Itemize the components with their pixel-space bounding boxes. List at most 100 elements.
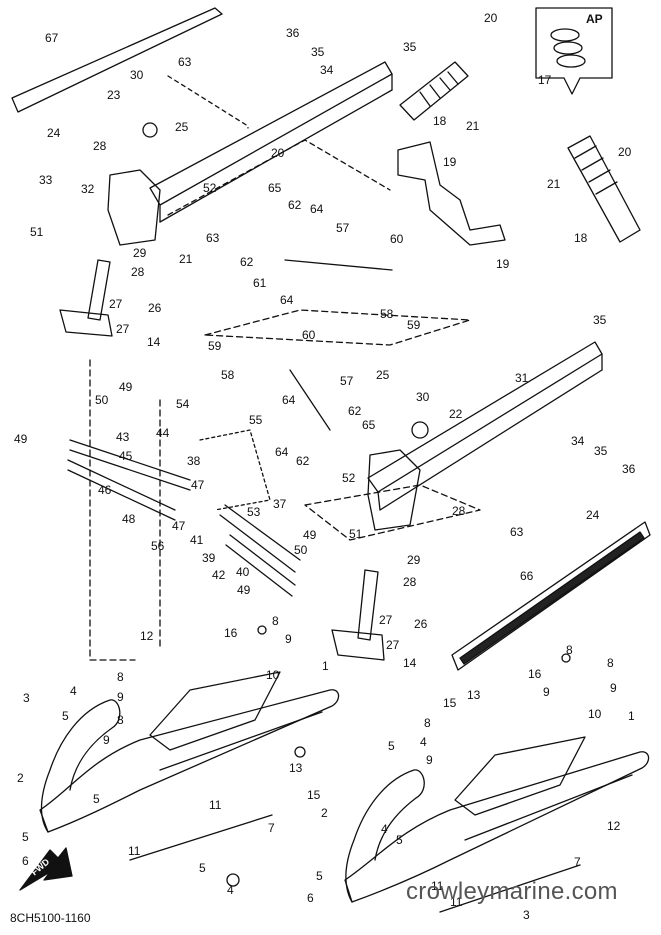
callout-34: 34: [571, 434, 585, 448]
callout-64: 64: [282, 393, 296, 407]
callout-62: 62: [288, 198, 302, 212]
callout-16: 16: [224, 626, 238, 640]
inset-spring-box: [535, 7, 613, 95]
callout-24: 24: [586, 508, 600, 522]
callout-6: 6: [307, 891, 314, 905]
callout-1: 1: [628, 709, 635, 723]
callout-13: 13: [289, 761, 303, 775]
callout-36: 36: [622, 462, 636, 476]
callout-44: 44: [156, 426, 170, 440]
callout-27: 27: [379, 613, 393, 627]
callout-21: 21: [547, 177, 561, 191]
callout-15: 15: [443, 696, 457, 710]
callout-13: 13: [467, 688, 481, 702]
callout-49: 49: [14, 432, 28, 446]
fwd-arrow-icon: [19, 847, 73, 891]
callout-52: 52: [203, 181, 217, 195]
callout-9: 9: [103, 733, 110, 747]
callout-51: 51: [30, 225, 44, 239]
callout-19: 19: [443, 155, 457, 169]
callout-5: 5: [22, 830, 29, 844]
callout-28: 28: [93, 139, 107, 153]
callout-60: 60: [302, 328, 316, 342]
callout-40: 40: [236, 565, 250, 579]
callout-5: 5: [316, 869, 323, 883]
callout-8: 8: [117, 713, 124, 727]
callout-47: 47: [172, 519, 186, 533]
callout-26: 26: [148, 301, 162, 315]
callout-18: 18: [433, 114, 447, 128]
callout-5: 5: [199, 861, 206, 875]
callout-4: 4: [227, 883, 234, 897]
callout-8: 8: [607, 656, 614, 670]
callout-7: 7: [574, 855, 581, 869]
callout-52: 52: [342, 471, 356, 485]
callout-21: 21: [179, 252, 193, 266]
callout-5: 5: [93, 792, 100, 806]
callout-34: 34: [320, 63, 334, 77]
callout-26: 26: [414, 617, 428, 631]
callout-3: 3: [23, 691, 30, 705]
callout-29: 29: [133, 246, 147, 260]
callout-17: 17: [538, 73, 552, 87]
inset-label: AP: [586, 12, 603, 26]
callout-28: 28: [452, 504, 466, 518]
radius-rods-left: [67, 439, 301, 597]
callout-46: 46: [98, 483, 112, 497]
callout-50: 50: [294, 543, 308, 557]
callout-30: 30: [130, 68, 144, 82]
callout-5: 5: [62, 709, 69, 723]
callout-4: 4: [420, 735, 427, 749]
callout-22: 22: [449, 407, 463, 421]
ski-left: [39, 689, 340, 861]
callout-20: 20: [484, 11, 498, 25]
callout-8: 8: [424, 716, 431, 730]
callout-62: 62: [296, 454, 310, 468]
callout-9: 9: [610, 681, 617, 695]
callout-64: 64: [275, 445, 289, 459]
callout-60: 60: [390, 232, 404, 246]
saddle-left: [149, 671, 281, 751]
callout-59: 59: [208, 339, 222, 353]
callout-8: 8: [117, 670, 124, 684]
callout-5: 5: [396, 833, 403, 847]
callout-28: 28: [403, 575, 417, 589]
callout-20: 20: [618, 145, 632, 159]
callout-9: 9: [543, 685, 550, 699]
callout-55: 55: [249, 413, 263, 427]
callout-58: 58: [380, 307, 394, 321]
shock-absorber-right: [567, 135, 641, 243]
callout-54: 54: [176, 397, 190, 411]
callout-14: 14: [147, 335, 161, 349]
callout-10: 10: [266, 668, 280, 682]
callout-49: 49: [303, 528, 317, 542]
callout-5: 5: [388, 739, 395, 753]
callout-4: 4: [70, 684, 77, 698]
callout-12: 12: [140, 629, 154, 643]
watermark: crowleymarine.com: [406, 878, 618, 905]
callout-63: 63: [510, 525, 524, 539]
callout-45: 45: [119, 449, 133, 463]
callout-37: 37: [273, 497, 287, 511]
callout-27: 27: [386, 638, 400, 652]
callout-39: 39: [202, 551, 216, 565]
tie-rod-lower: [289, 369, 331, 431]
callout-4: 4: [381, 822, 388, 836]
callout-20: 20: [271, 146, 285, 160]
callout-1: 1: [322, 659, 329, 673]
callout-64: 64: [310, 202, 324, 216]
callout-58: 58: [221, 368, 235, 382]
callout-9: 9: [426, 753, 433, 767]
callout-3: 3: [523, 908, 530, 922]
callout-47: 47: [191, 478, 205, 492]
callout-11: 11: [209, 798, 222, 812]
lower-arm-right: [367, 341, 603, 493]
spindle-right: [331, 569, 385, 661]
callout-43: 43: [116, 430, 130, 444]
callout-67: 67: [45, 31, 59, 45]
callout-56: 56: [151, 539, 165, 553]
bracket-19: [397, 141, 506, 246]
callout-8: 8: [566, 643, 573, 657]
callout-2: 2: [321, 806, 328, 820]
